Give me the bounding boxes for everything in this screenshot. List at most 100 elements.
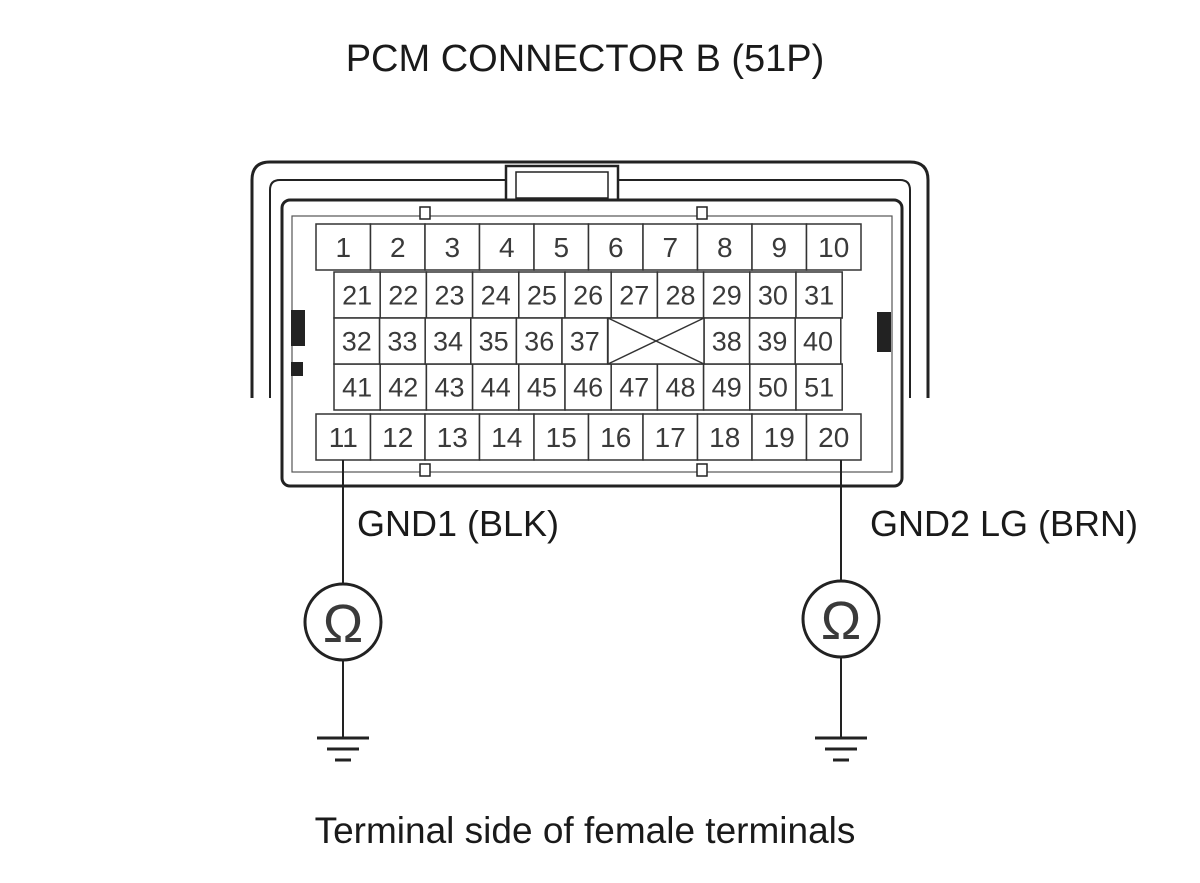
terminal-number-26: 26: [573, 281, 603, 311]
terminal-number-33: 33: [387, 327, 417, 357]
terminal-cell: [369, 223, 426, 271]
terminal-number-30: 30: [758, 281, 788, 311]
terminal-cell: [610, 363, 659, 411]
terminal-number-35: 35: [479, 327, 509, 357]
terminal-number-31: 31: [804, 281, 834, 311]
terminal-number-22: 22: [388, 281, 418, 311]
probe-label-gnd1: GND1 (BLK): [357, 503, 560, 544]
terminal-number-20: 20: [818, 422, 849, 453]
terminal-number-2: 2: [390, 232, 406, 263]
terminal-number-47: 47: [619, 373, 649, 403]
terminal-number-8: 8: [717, 232, 733, 263]
blank-cavity: [607, 317, 705, 365]
terminal-number-37: 37: [570, 327, 600, 357]
ohmmeter-icon: Ω: [801, 579, 881, 659]
terminal-cell: [378, 317, 426, 365]
terminal-cell: [748, 317, 796, 365]
terminal-number-24: 24: [481, 281, 511, 311]
side-latch-right: [877, 312, 891, 352]
terminal-cell: [656, 363, 705, 411]
terminal-number-7: 7: [662, 232, 678, 263]
terminal-number-21: 21: [342, 281, 372, 311]
terminal-cell: [478, 223, 535, 271]
terminal-number-18: 18: [709, 422, 740, 453]
terminal-number-40: 40: [803, 327, 833, 357]
terminal-cell: [478, 413, 535, 461]
terminal-number-41: 41: [342, 373, 372, 403]
terminal-cell: [564, 363, 612, 411]
terminal-number-9: 9: [771, 232, 787, 263]
terminal-cell: [805, 413, 862, 461]
terminal-cell: [794, 317, 842, 365]
terminal-cell: [471, 271, 520, 319]
terminal-number-45: 45: [527, 373, 557, 403]
terminal-cell: [696, 413, 753, 461]
terminal-number-5: 5: [553, 232, 569, 263]
terminal-cell: [702, 271, 751, 319]
terminal-number-51: 51: [804, 373, 834, 403]
terminal-number-50: 50: [758, 373, 788, 403]
terminal-number-29: 29: [712, 281, 742, 311]
terminal-cell: [333, 317, 381, 365]
terminal-number-19: 19: [764, 422, 795, 453]
terminal-number-25: 25: [527, 281, 557, 311]
terminal-number-14: 14: [491, 422, 522, 453]
terminal-number-49: 49: [712, 373, 742, 403]
diagram-caption: Terminal side of female terminals: [314, 810, 856, 851]
terminal-cell: [751, 223, 808, 271]
terminal-number-27: 27: [619, 281, 649, 311]
terminal-number-46: 46: [573, 373, 603, 403]
alignment-key-top-right: [696, 206, 708, 220]
terminal-cell: [369, 413, 426, 461]
terminal-number-39: 39: [757, 327, 787, 357]
terminal-number-12: 12: [382, 422, 413, 453]
terminal-cell: [333, 271, 381, 319]
connector-lock-tab-inner: [515, 171, 609, 199]
terminal-number-42: 42: [388, 373, 418, 403]
terminal-cell: [795, 271, 843, 319]
svg-text:Ω: Ω: [821, 591, 861, 651]
terminal-cell: [795, 363, 843, 411]
terminal-cell: [805, 223, 862, 271]
terminal-cell: [696, 223, 753, 271]
alignment-key-bottom-right: [696, 463, 708, 477]
terminal-number-28: 28: [665, 281, 695, 311]
svg-text:Ω: Ω: [323, 594, 363, 654]
terminal-cell: [656, 271, 705, 319]
terminal-number-34: 34: [433, 327, 463, 357]
alignment-key-bottom-left: [419, 463, 431, 477]
side-latch-left: [291, 310, 305, 346]
terminal-number-43: 43: [434, 373, 464, 403]
terminal-number-23: 23: [434, 281, 464, 311]
terminal-number-44: 44: [481, 373, 511, 403]
terminal-number-48: 48: [665, 373, 695, 403]
terminal-cell: [533, 413, 590, 461]
terminal-cell: [587, 223, 644, 271]
terminal-number-10: 10: [818, 232, 849, 263]
terminal-cell: [642, 223, 699, 271]
terminal-cell: [470, 317, 518, 365]
terminal-number-1: 1: [335, 232, 351, 263]
ground-icon: [317, 736, 369, 762]
terminal-cell: [379, 271, 428, 319]
terminal-number-6: 6: [608, 232, 624, 263]
terminal-number-15: 15: [546, 422, 577, 453]
terminal-number-16: 16: [600, 422, 631, 453]
terminal-cell: [751, 413, 808, 461]
alignment-key-top-left: [419, 206, 431, 220]
side-latch-left-small: [291, 362, 303, 376]
terminal-number-11: 11: [329, 422, 358, 453]
terminal-number-32: 32: [342, 327, 372, 357]
probe-label-gnd2: GND2 LG (BRN): [870, 503, 1139, 544]
terminal-number-17: 17: [655, 422, 686, 453]
terminal-number-4: 4: [499, 232, 515, 263]
ohmmeter-icon: Ω: [303, 582, 383, 662]
terminal-number-36: 36: [524, 327, 554, 357]
ground-icon: [815, 736, 867, 762]
connector-housing-outer: [250, 160, 930, 398]
terminal-cell: [533, 223, 590, 271]
terminal-cell: [518, 271, 566, 319]
terminal-cell: [518, 363, 566, 411]
